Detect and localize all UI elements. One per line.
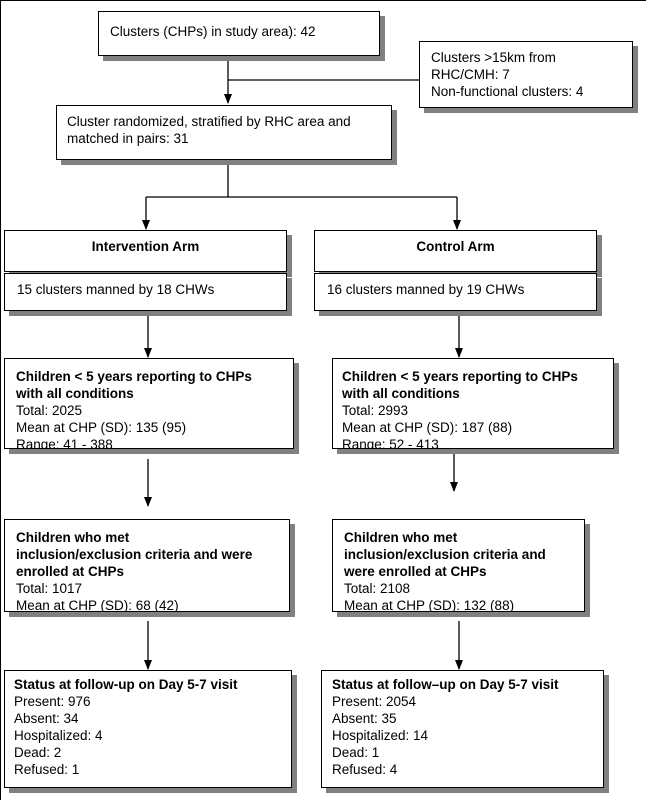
intervention-followup-hospitalized: Hospitalized: 4 [14,728,103,743]
intervention-arm-label: Intervention Arm [91,239,200,254]
control-reporting-heading-2: with all conditions [342,386,460,401]
intervention-enrolled-heading-3: enrolled at CHPs [16,564,125,579]
intervention-enrolled-mean: Mean at CHP (SD): 68 (42) [16,598,179,612]
intervention-followup-heading: Status at follow-up on Day 5-7 visit [14,677,238,692]
control-enrolled-heading-2: inclusion/exclusion criteria and [344,547,546,562]
randomized-box: Cluster randomized, stratified by RHC ar… [56,105,392,160]
study-area-text: Clusters (CHPs) in study area): 42 [110,24,316,39]
randomized-line-2: matched in pairs: 31 [67,131,189,146]
intervention-enrolled-box: Children who met inclusion/exclusion cri… [4,519,290,612]
intervention-clusters-text: 15 clusters manned by 18 CHWs [17,282,215,297]
control-enrolled-heading-3: were enrolled at CHPs [344,564,487,579]
control-followup-box: Status at follow–up on Day 5-7 visit Pre… [321,670,604,788]
excluded-line-1: Clusters >15km from [431,50,556,65]
control-followup-absent: Absent: 35 [332,711,397,726]
intervention-reporting-total: Total: 2025 [16,403,83,418]
excluded-clusters-box: Clusters >15km from RHC/CMH: 7 Non-funct… [419,41,633,108]
intervention-followup-present: Present: 976 [14,694,91,709]
control-enrolled-mean: Mean at CHP (SD): 132 (88) [344,598,515,612]
control-arm-box: Control Arm [314,230,597,272]
control-reporting-total: Total: 2993 [342,403,409,418]
intervention-followup-absent: Absent: 34 [14,711,79,726]
intervention-reporting-box: Children < 5 years reporting to CHPs wit… [4,358,294,449]
control-reporting-box: Children < 5 years reporting to CHPs wit… [332,358,614,449]
control-reporting-mean: Mean at CHP (SD): 187 (88) [342,420,513,435]
intervention-enrolled-total: Total: 1017 [16,581,83,596]
control-followup-heading: Status at follow–up on Day 5-7 visit [332,677,559,692]
control-enrolled-box: Children who met inclusion/exclusion cri… [332,519,585,612]
intervention-clusters-box: 15 clusters manned by 18 CHWs [4,273,287,311]
control-reporting-range: Range: 52 - 413 [342,437,439,449]
intervention-reporting-heading-2: with all conditions [16,386,134,401]
control-enrolled-heading-1: Children who met [344,530,458,545]
control-reporting-heading-1: Children < 5 years reporting to CHPs [342,369,578,384]
control-followup-dead: Dead: 1 [332,745,380,760]
study-area-box: Clusters (CHPs) in study area): 42 [98,11,380,56]
control-followup-present: Present: 2054 [332,694,417,709]
intervention-followup-dead: Dead: 2 [14,745,62,760]
intervention-reporting-mean: Mean at CHP (SD): 135 (95) [16,420,187,435]
control-followup-hospitalized: Hospitalized: 14 [332,728,429,743]
intervention-enrolled-heading-2: inclusion/exclusion criteria and were [16,547,253,562]
control-followup-refused: Refused: 4 [332,762,398,777]
control-clusters-box: 16 clusters manned by 19 CHWs [314,273,597,311]
intervention-enrolled-heading-1: Children who met [16,530,130,545]
control-clusters-text: 16 clusters manned by 19 CHWs [327,282,525,297]
intervention-followup-refused: Refused: 1 [14,762,80,777]
control-enrolled-total: Total: 2108 [344,581,411,596]
control-arm-label: Control Arm [416,239,495,254]
excluded-line-3: Non-functional clusters: 4 [431,84,584,99]
excluded-line-2: RHC/CMH: 7 [431,67,510,82]
intervention-followup-box: Status at follow-up on Day 5-7 visit Pre… [4,670,292,788]
randomized-line-1: Cluster randomized, stratified by RHC ar… [67,114,351,129]
intervention-arm-box: Intervention Arm [4,230,287,272]
intervention-reporting-heading-1: Children < 5 years reporting to CHPs [16,369,252,384]
intervention-reporting-range: Range: 41 - 388 [16,437,113,449]
